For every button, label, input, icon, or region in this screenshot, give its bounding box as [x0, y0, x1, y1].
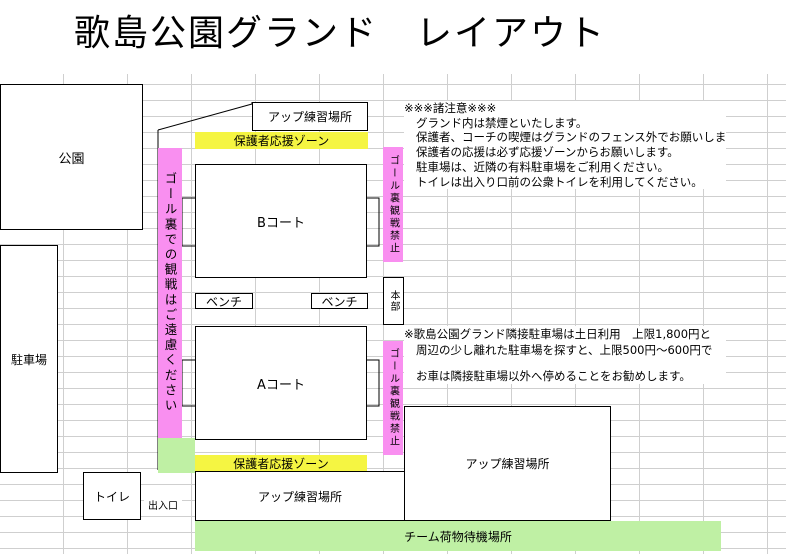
guardian-zone-top: 保護者応援ゾーン — [195, 132, 368, 149]
note-line-1: グランド内は禁煙といたします。 — [416, 115, 588, 130]
warmup-area-top: アップ練習場所 — [252, 102, 368, 131]
warmup-right-label: アップ練習場所 — [465, 457, 550, 471]
court-a-label: Aコート — [257, 377, 305, 393]
warmup-area-right: アップ練習場所 — [404, 406, 611, 521]
page-title: 歌島公園グランド レイアウト — [74, 13, 607, 54]
bench-left: ベンチ — [195, 293, 253, 309]
court-b-label: Bコート — [257, 215, 305, 231]
parking-notes-block: ※歌島公園グランド隣接駐車場は土日利用 上限1,800円と 周辺の少し離れた駐車… — [404, 326, 726, 392]
parking-area: 駐車場 — [0, 245, 58, 473]
left-green-strip — [158, 438, 195, 473]
note-line-2: 保護者、コーチの喫煙はグランドのフェンス外でお願いしま — [416, 130, 726, 145]
toilet-area: トイレ — [83, 472, 141, 520]
title-area — [0, 0, 786, 74]
parking-note-line-2: 周辺の少し離れた駐車場を探すと、上限500円～600円で — [416, 343, 713, 357]
court-a: Aコート — [195, 326, 367, 440]
goal-back-b-zone: ゴール裏観戦禁止 — [383, 147, 403, 262]
court-b: Bコート — [195, 164, 367, 278]
goal-back-a-zone: ゴール裏観戦禁止 — [383, 341, 403, 455]
team-luggage-area: チーム荷物待機場所 — [195, 521, 721, 551]
warmup-area-bottom: アップ練習場所 — [195, 471, 405, 521]
team-luggage-label: チーム荷物待機場所 — [404, 529, 512, 544]
toilet-label: トイレ — [93, 489, 130, 504]
goal-back-left-zone: ゴール裏での観戦はご遠慮ください — [158, 148, 182, 438]
guardian-zone-bottom: 保護者応援ゾーン — [195, 455, 367, 472]
guardian-zone-bottom-label: 保護者応援ゾーン — [233, 457, 329, 471]
note-line-3: 保護者の応援は必ず応援ゾーンからお願いします。 — [416, 145, 679, 160]
note-line-4: 駐車場は、近隣の有料駐車場をご利用ください。 — [416, 159, 669, 174]
notes-heading: ※※※諸注意※※※ — [404, 101, 497, 115]
headquarters: 本部 — [383, 277, 404, 325]
bench-left-label: ベンチ — [205, 294, 242, 309]
park-area: 公園 — [0, 84, 143, 230]
notes-block: ※※※諸注意※※※ グランド内は禁煙といたします。 保護者、コーチの喫煙はグラン… — [404, 101, 726, 201]
parking-note-line-1: ※歌島公園グランド隣接駐車場は土日利用 上限1,800円と — [404, 327, 712, 341]
guardian-zone-top-label: 保護者応援ゾーン — [233, 134, 330, 148]
parking-note-line-3: お車は隣接駐車場以外へ停めることをお勧めします。 — [416, 369, 691, 383]
warmup-bottom-label: アップ練習場所 — [257, 489, 342, 504]
park-label: 公園 — [58, 151, 85, 167]
bench-right-label: ベンチ — [321, 294, 358, 309]
entrance-label: 出入口 — [144, 496, 182, 512]
entrance-text: 出入口 — [148, 500, 178, 512]
note-line-5: トイレは出入り口前の公衆トイレを利用してください。 — [416, 174, 703, 189]
goal-back-b-label: ゴール裏観戦禁止 — [387, 154, 399, 255]
warmup-top-label: アップ練習場所 — [267, 110, 352, 124]
goal-back-a-label: ゴール裏観戦禁止 — [387, 348, 399, 448]
parking-label: 駐車場 — [10, 352, 47, 367]
headquarters-label: 本部 — [388, 290, 399, 312]
goal-back-left-label: ゴール裏での観戦はご遠慮ください — [162, 172, 178, 414]
bench-right: ベンチ — [311, 293, 368, 309]
